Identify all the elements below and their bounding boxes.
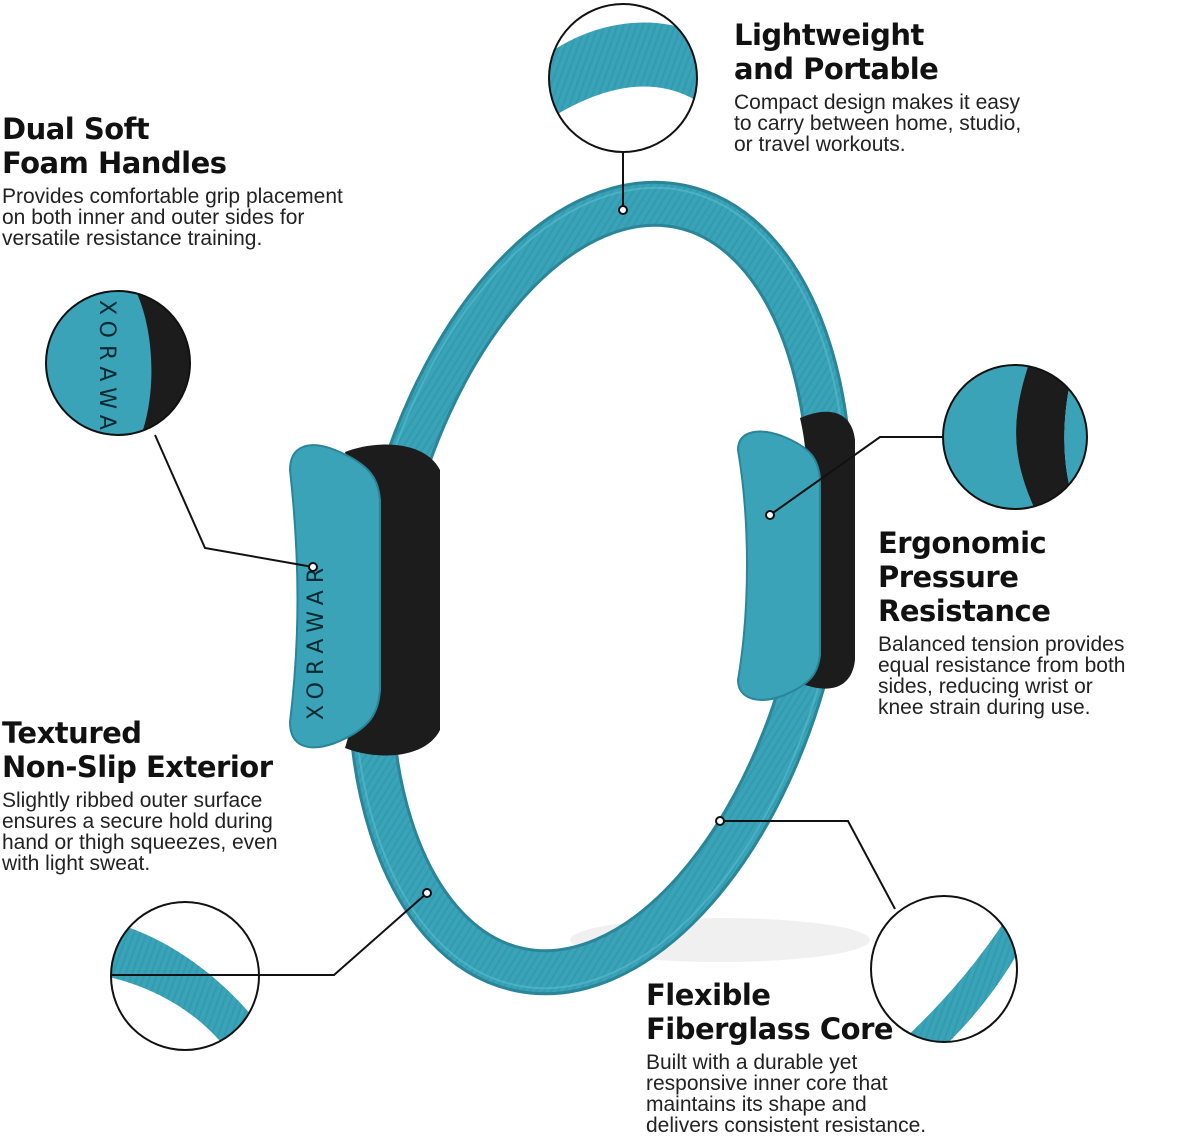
body-line: Balanced tension provides — [878, 633, 1125, 656]
body-line: Provides comfortable grip placement — [2, 185, 343, 208]
left-handle: XORAWAR — [288, 444, 440, 756]
feature-body: Compact design makes it easy to carry be… — [734, 92, 1021, 155]
body-line: hand or thigh squeezes, even — [2, 831, 278, 854]
body-line: on both inner and outer sides for — [2, 206, 305, 229]
right-handle — [736, 411, 855, 701]
body-line: versatile resistance training. — [2, 227, 263, 250]
title-line: Textured — [2, 716, 142, 750]
detail-circle-lower-right — [871, 896, 1017, 1042]
feature-handles: Dual Soft Foam Handles Provides comforta… — [2, 112, 343, 249]
body-line: equal resistance from both — [878, 654, 1126, 677]
feature-title: Ergonomic Pressure Resistance — [878, 526, 1200, 628]
feature-body: Provides comfortable grip placement on b… — [2, 186, 343, 249]
feature-ergonomic: Ergonomic Pressure Resistance Balanced t… — [878, 526, 1200, 718]
feature-lightweight: Lightweight and Portable Compact design … — [734, 18, 1021, 155]
title-line: and Portable — [734, 52, 939, 86]
detail-circle-handle: XORAWAR — [46, 291, 190, 459]
title-line: Lightweight — [734, 18, 924, 52]
title-line: Foam Handles — [2, 146, 227, 180]
feature-flexible: Flexible Fiberglass Core Built with a du… — [646, 978, 926, 1136]
body-line: maintains its shape and — [646, 1093, 867, 1116]
body-line: or travel workouts. — [734, 133, 906, 156]
body-line: sides, reducing wrist or — [878, 675, 1093, 698]
body-line: Compact design makes it easy — [734, 91, 1020, 114]
detail-circle-top — [549, 4, 697, 152]
detail-circle-lower-left — [111, 902, 259, 1050]
body-line: delivers consistent resistance. — [646, 1114, 927, 1137]
feature-textured: Textured Non-Slip Exterior Slightly ribb… — [2, 716, 278, 874]
leader-dots — [308, 205, 775, 898]
title-line: Non-Slip Exterior — [2, 750, 273, 784]
body-line: Built with a durable yet — [646, 1051, 858, 1074]
title-line: Fiberglass Core — [646, 1012, 894, 1046]
title-line: Pressure Resistance — [878, 560, 1051, 628]
feature-title: Dual Soft Foam Handles — [2, 112, 343, 180]
body-line: to carry between home, studio, — [734, 112, 1022, 135]
body-line: responsive inner core that — [646, 1072, 888, 1095]
body-line: Slightly ribbed outer surface — [2, 789, 263, 812]
feature-body: Balanced tension provides equal resistan… — [878, 634, 1200, 718]
title-line: Ergonomic — [878, 526, 1047, 560]
feature-body: Slightly ribbed outer surface ensures a … — [2, 790, 278, 874]
body-line: ensures a secure hold during — [2, 810, 273, 833]
detail-circle-right — [943, 365, 1087, 509]
brand-logo-zoom: XORAWAR — [94, 300, 119, 459]
title-line: Flexible — [646, 978, 771, 1012]
body-line: with light sweat. — [2, 852, 151, 875]
feature-body: Built with a durable yet responsive inne… — [646, 1052, 926, 1136]
brand-logo-left: XORAWAR — [304, 561, 329, 720]
feature-title: Textured Non-Slip Exterior — [2, 716, 278, 784]
leader-lines — [111, 152, 943, 976]
title-line: Dual Soft — [2, 112, 150, 146]
feature-title: Lightweight and Portable — [734, 18, 1021, 86]
feature-title: Flexible Fiberglass Core — [646, 978, 926, 1046]
body-line: knee strain during use. — [878, 696, 1091, 719]
